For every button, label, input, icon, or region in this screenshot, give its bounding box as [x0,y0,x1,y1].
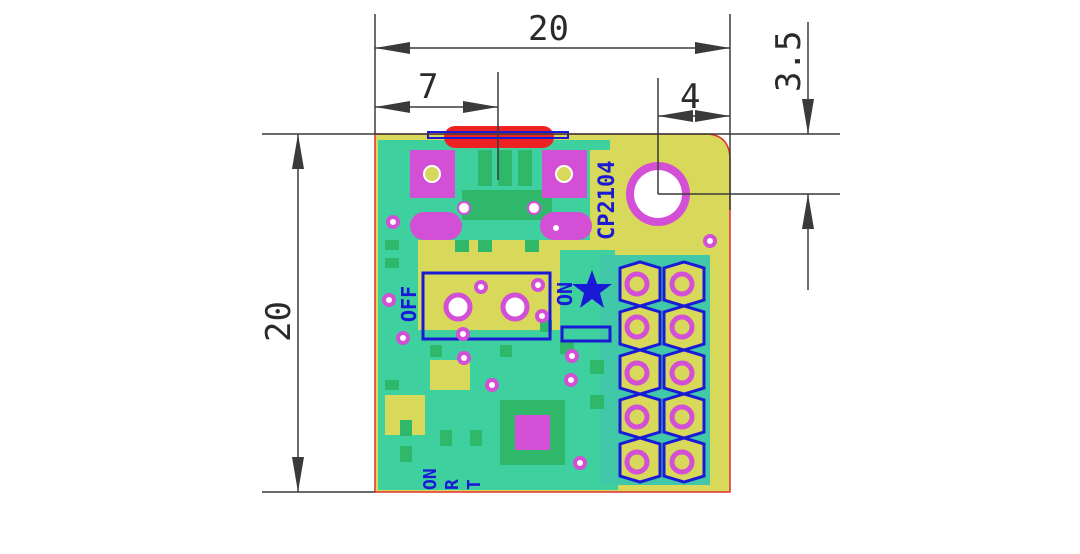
power-switch [421,271,612,343]
header-pins [618,260,706,484]
chip-label: CP2104 [595,161,620,240]
vias [382,215,717,470]
switch-on-label: ON [553,282,577,306]
bottom-label-r: R [442,479,463,490]
dimension-hole-offset-y: 3.5 [769,31,809,92]
switch-off-label: OFF [397,286,421,322]
dimension-connector-offset: 7 [418,67,438,107]
qfn-chip [500,400,565,465]
dimension-top-width: 20 [528,9,569,49]
bottom-label-t: T [464,479,485,490]
dimension-left-height: 20 [259,301,299,342]
dimension-hole-offset-x: 4 [680,77,700,117]
flower-logo [572,270,612,308]
dimension-lines [262,14,840,493]
bottom-label-on: ON [420,468,441,490]
pcb-board: CP2104 OFF ON ON R T [374,126,731,493]
